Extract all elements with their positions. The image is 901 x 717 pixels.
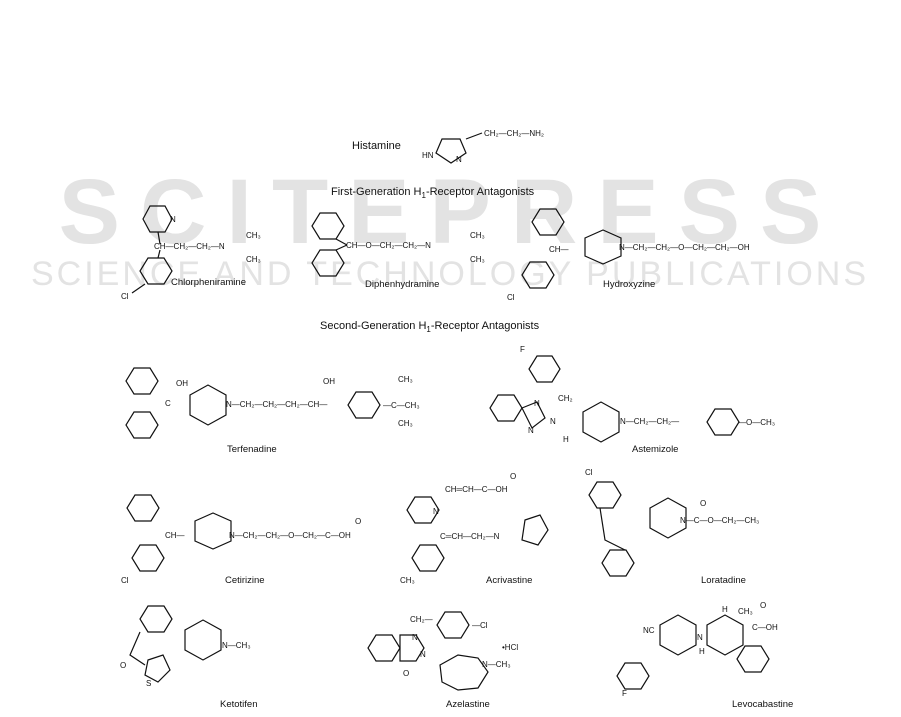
acrivastine-structure: N CH═CH—C—OH O C═CH—CH₂—N CH₃ bbox=[400, 472, 549, 585]
svg-text:CH₃: CH₃ bbox=[398, 375, 413, 384]
astemizole-structure: F CH₂ N N N H N—CH₂—CH₂— —O—CH₃ bbox=[489, 345, 775, 444]
svg-text:OH: OH bbox=[323, 377, 335, 386]
azelastine-label: Azelastine bbox=[446, 699, 490, 710]
svg-text:C: C bbox=[165, 399, 171, 408]
svg-text:Cl: Cl bbox=[121, 576, 129, 585]
second-generation-header: Second-Generation H1-Receptor Antagonist… bbox=[320, 320, 539, 334]
svg-text:O: O bbox=[510, 472, 516, 481]
terfenadine-label: Terfenadine bbox=[227, 444, 277, 455]
second-gen-prefix: Second-Generation H bbox=[320, 320, 427, 332]
svg-text:CH₃: CH₃ bbox=[246, 255, 261, 264]
svg-text:CH₂—CH₂—NH₂: CH₂—CH₂—NH₂ bbox=[484, 129, 544, 138]
svg-text:H: H bbox=[699, 647, 705, 656]
loratadine-structure: Cl N—C—O—CH₂—CH₃ O bbox=[585, 468, 759, 577]
cetirizine-structure: CH— N—CH₂—CH₂—O—CH₂—C—OH O Cl bbox=[121, 494, 361, 585]
azelastine-structure: CH₂— —Cl N N O •HCl N—CH₃ bbox=[367, 611, 518, 691]
svg-text:N—CH₂—CH₂—CH₂—CH—: N—CH₂—CH₂—CH₂—CH— bbox=[226, 400, 327, 409]
svg-text:CH₃: CH₃ bbox=[400, 576, 415, 585]
svg-text:CH═CH—C—OH: CH═CH—C—OH bbox=[445, 485, 508, 494]
ketotifen-structure: O S N—CH₃ bbox=[120, 605, 251, 688]
first-gen-subscript: 1 bbox=[421, 191, 426, 201]
chlorpheniramine-structure: N CH—CH₂—CH₂—N CH₃ CH₃ Cl bbox=[121, 205, 261, 301]
svg-text:CH—CH₂—CH₂—N: CH—CH₂—CH₂—N bbox=[154, 242, 225, 251]
cetirizine-label: Cetirizine bbox=[225, 575, 265, 586]
histamine-structure: CH₂—CH₂—NH₂ HN N bbox=[422, 129, 544, 164]
hydroxyzine-structure: CH— N—CH₂—CH₂—O—CH₂—CH₂—OH Cl bbox=[507, 208, 750, 302]
svg-text:CH—: CH— bbox=[549, 245, 569, 254]
svg-text:O: O bbox=[120, 661, 126, 670]
svg-text:—O—CH₃: —O—CH₃ bbox=[738, 418, 775, 427]
svg-text:N—CH₂—CH₂—O—CH₂—CH₂—OH: N—CH₂—CH₂—O—CH₂—CH₂—OH bbox=[619, 243, 750, 252]
chlorpheniramine-label: Chlorpheniramine bbox=[171, 277, 246, 288]
svg-text:OH: OH bbox=[176, 379, 188, 388]
svg-text:CH₃: CH₃ bbox=[246, 231, 261, 240]
svg-text:N—CH₂—CH₂—O—CH₂—C—OH: N—CH₂—CH₂—O—CH₂—C—OH bbox=[229, 531, 351, 540]
svg-text:N—C—O—CH₂—CH₃: N—C—O—CH₂—CH₃ bbox=[680, 516, 759, 525]
levocabastine-structure: NC N H H CH₃ C—OH O F bbox=[616, 601, 778, 698]
ketotifen-label: Ketotifen bbox=[220, 699, 258, 710]
svg-text:C—OH: C—OH bbox=[752, 623, 778, 632]
svg-text:H: H bbox=[563, 435, 569, 444]
first-generation-header: First-Generation H1-Receptor Antagonists bbox=[331, 186, 534, 200]
svg-text:F: F bbox=[622, 689, 627, 698]
svg-text:CH—O—CH₂—CH₂—N: CH—O—CH₂—CH₂—N bbox=[346, 241, 431, 250]
svg-text:N: N bbox=[412, 633, 418, 642]
svg-text:N: N bbox=[534, 399, 540, 408]
svg-text:Cl: Cl bbox=[585, 468, 593, 477]
loratadine-label: Loratadine bbox=[701, 575, 746, 586]
svg-text:CH₃: CH₃ bbox=[470, 231, 485, 240]
svg-text:N: N bbox=[420, 650, 426, 659]
svg-text:O: O bbox=[760, 601, 766, 610]
first-gen-suffix: -Receptor Antagonists bbox=[425, 186, 535, 198]
terfenadine-structure: C OH N—CH₂—CH₂—CH₂—CH— OH —C—CH₃ CH₃ CH₃ bbox=[125, 367, 420, 439]
svg-text:—C—CH₃: —C—CH₃ bbox=[383, 401, 420, 410]
svg-text:N—CH₂—CH₂—: N—CH₂—CH₂— bbox=[620, 417, 679, 426]
svg-text:NC: NC bbox=[643, 626, 655, 635]
svg-text:O: O bbox=[403, 669, 409, 678]
svg-text:CH₃: CH₃ bbox=[738, 607, 753, 616]
svg-text:O: O bbox=[355, 517, 361, 526]
second-gen-suffix: -Receptor Antagonists bbox=[430, 320, 540, 332]
svg-text:N: N bbox=[697, 633, 703, 642]
levocabastine-label: Levocabastine bbox=[732, 699, 794, 710]
svg-text:—Cl: —Cl bbox=[472, 621, 488, 630]
svg-text:N: N bbox=[456, 155, 462, 164]
svg-text:N: N bbox=[170, 215, 176, 224]
svg-text:N: N bbox=[433, 507, 439, 516]
diphenhydramine-structure: CH—O—CH₂—CH₂—N CH₃ CH₃ bbox=[311, 212, 485, 277]
astemizole-label: Astemizole bbox=[632, 444, 679, 455]
svg-text:CH₂—: CH₂— bbox=[410, 615, 433, 624]
svg-text:CH—: CH— bbox=[165, 531, 185, 540]
svg-text:N—CH₃: N—CH₃ bbox=[482, 660, 511, 669]
svg-text:S: S bbox=[146, 679, 151, 688]
histamine-label: Histamine bbox=[352, 140, 401, 152]
svg-text:CH₂: CH₂ bbox=[558, 394, 573, 403]
svg-text:CH₃: CH₃ bbox=[398, 419, 413, 428]
svg-text:Cl: Cl bbox=[121, 292, 129, 301]
acrivastine-label: Acrivastine bbox=[486, 575, 533, 586]
svg-text:O: O bbox=[700, 499, 706, 508]
svg-text:•HCl: •HCl bbox=[502, 643, 518, 652]
first-gen-prefix: First-Generation H bbox=[331, 186, 422, 198]
svg-text:F: F bbox=[520, 345, 525, 354]
svg-text:N—CH₃: N—CH₃ bbox=[222, 641, 251, 650]
svg-text:N: N bbox=[528, 426, 534, 435]
diphenhydramine-label: Diphenhydramine bbox=[365, 279, 440, 290]
svg-text:N: N bbox=[550, 417, 556, 426]
second-gen-subscript: 1 bbox=[426, 325, 431, 335]
svg-text:C═CH—CH₂—N: C═CH—CH₂—N bbox=[440, 532, 500, 541]
hydroxyzine-label: Hydroxyzine bbox=[603, 279, 656, 290]
svg-text:Cl: Cl bbox=[507, 293, 515, 302]
svg-text:H: H bbox=[722, 605, 728, 614]
svg-text:HN: HN bbox=[422, 151, 434, 160]
svg-text:CH₃: CH₃ bbox=[470, 255, 485, 264]
